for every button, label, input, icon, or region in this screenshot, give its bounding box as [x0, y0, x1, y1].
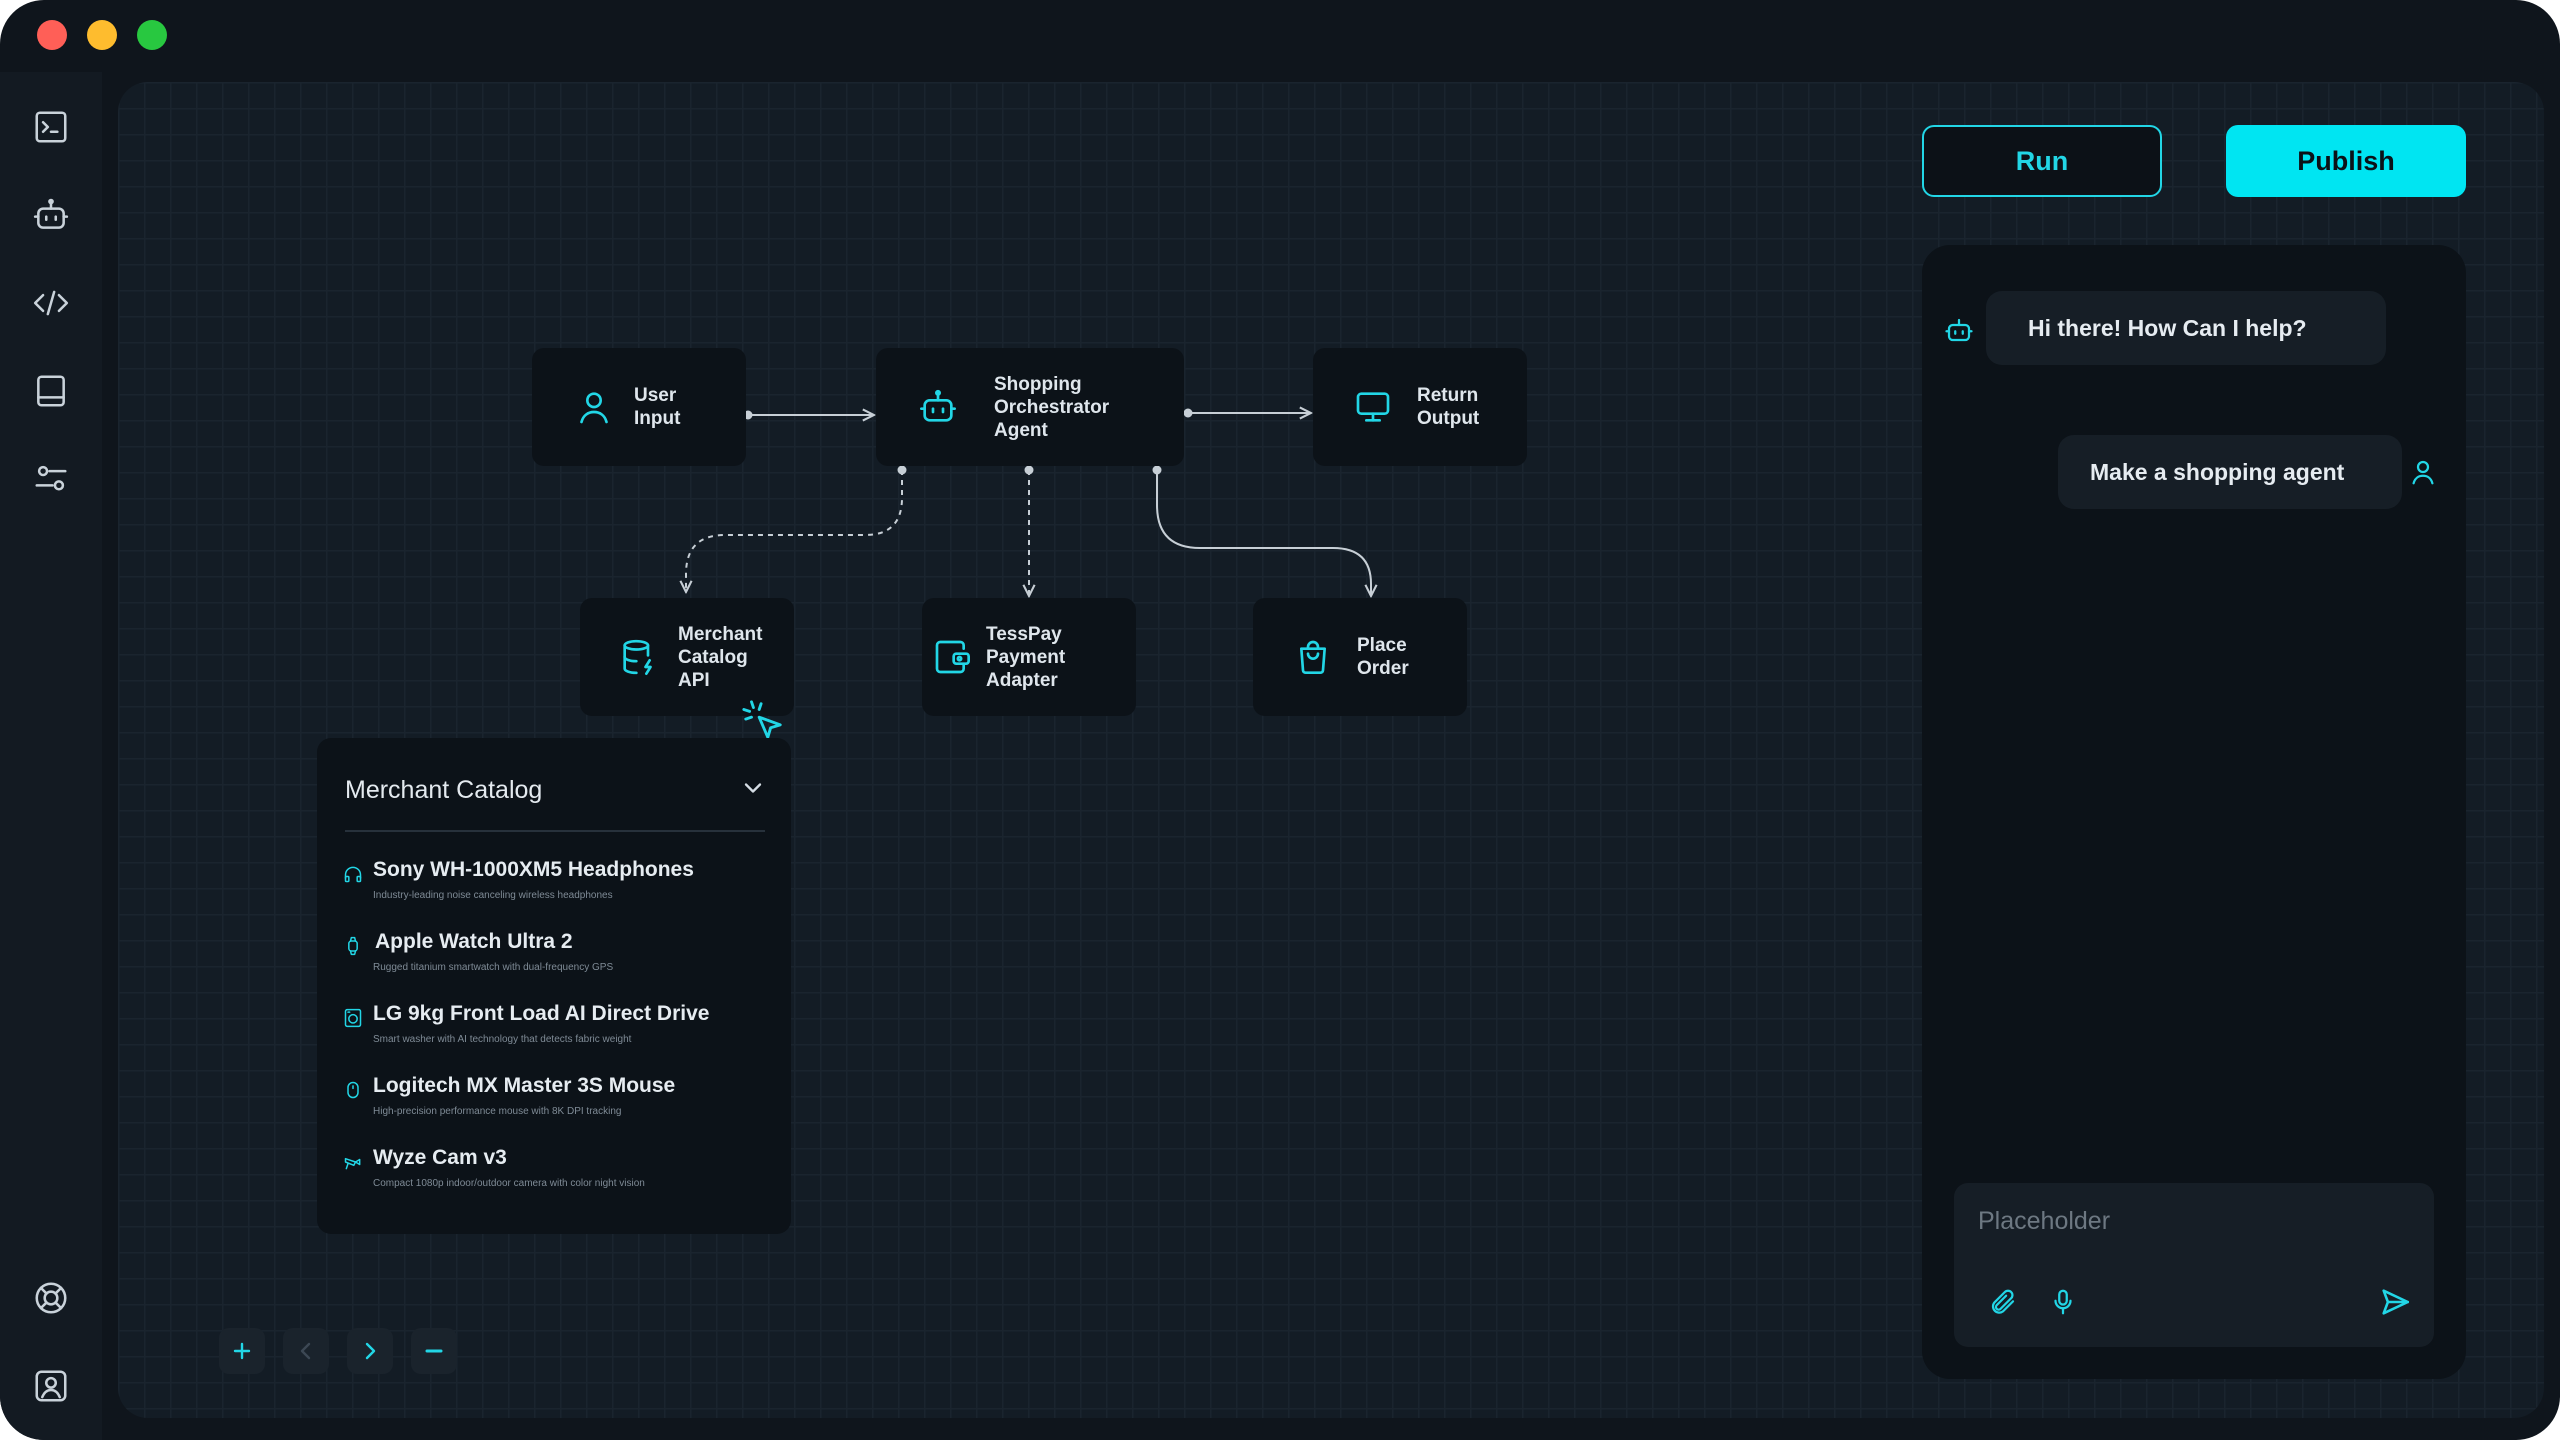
monitor-icon [1356, 392, 1390, 422]
microphone-icon[interactable] [2048, 1287, 2078, 1317]
catalog-item[interactable]: Wyze Cam v3 Compact 1080p indoor/outdoor… [343, 1146, 773, 1206]
profile-icon[interactable] [28, 1363, 74, 1409]
catalog-item[interactable]: Sony WH-1000XM5 Headphones Industry-lead… [343, 858, 773, 918]
catalog-item-desc: Industry-leading noise canceling wireles… [373, 890, 613, 901]
wallet-icon [935, 640, 970, 674]
database-icon [623, 639, 652, 675]
catalog-item[interactable]: Logitech MX Master 3S Mouse High-precisi… [343, 1074, 773, 1134]
edge-orchestrator-to-order [1156, 470, 1371, 596]
user-message: Make a shopping agent [2058, 435, 2402, 509]
catalog-item-desc: Smart washer with AI technology that det… [373, 1034, 632, 1045]
zoom-out-button[interactable] [411, 1328, 457, 1374]
settings-sliders-icon[interactable] [28, 456, 74, 502]
catalog-item-desc: Rugged titanium smartwatch with dual-fre… [373, 962, 614, 973]
user-icon [580, 392, 608, 424]
chat-panel: Hi there! How Can I help? Make a shoppin… [1922, 245, 2466, 1379]
paperclip-icon[interactable] [1988, 1287, 2018, 1317]
publish-button[interactable]: Publish [2226, 125, 2466, 197]
shopping-bag-icon [1300, 640, 1326, 675]
user-icon [2412, 460, 2434, 485]
chevron-left-icon [300, 1342, 311, 1360]
maximize-window-button[interactable] [137, 20, 167, 50]
close-window-button[interactable] [37, 20, 67, 50]
chat-input-placeholder: Placeholder [1978, 1207, 2111, 1235]
panel-title: Merchant Catalog [345, 776, 543, 804]
title-bar [0, 0, 2560, 72]
catalog-item[interactable]: LG 9kg Front Load AI Direct Drive Smart … [343, 1002, 773, 1062]
catalog-item[interactable]: Apple Watch Ultra 2 Rugged titanium smar… [343, 930, 773, 990]
minus-icon [425, 1349, 443, 1353]
catalog-item-name: Sony WH-1000XM5 Headphones [373, 858, 694, 881]
cursor-click-icon [742, 700, 782, 739]
run-button[interactable]: Run [1922, 125, 2162, 197]
chevron-down-icon[interactable] [739, 774, 767, 802]
panel-divider [345, 830, 765, 832]
robot-icon [1945, 318, 1973, 342]
book-icon[interactable] [28, 368, 74, 414]
catalog-item-name: Logitech MX Master 3S Mouse [373, 1074, 676, 1097]
catalog-item-name: Apple Watch Ultra 2 [375, 930, 573, 953]
undo-button[interactable] [283, 1328, 329, 1374]
watch-icon [348, 936, 358, 956]
send-icon[interactable] [2378, 1285, 2412, 1319]
sidebar [0, 72, 102, 1440]
catalog-item-desc: Compact 1080p indoor/outdoor camera with… [373, 1178, 645, 1189]
code-icon[interactable] [28, 280, 74, 326]
headphones-icon [344, 866, 362, 883]
chevron-right-icon [365, 1342, 376, 1360]
merchant-catalog-panel: Merchant Catalog Sony WH-1000XM5 Headpho… [317, 738, 791, 1234]
catalog-item-desc: High-precision performance mouse with 8K… [373, 1106, 622, 1117]
edge-orchestrator-to-merchant [686, 470, 903, 592]
agent-message: Hi there! How Can I help? [1986, 291, 2386, 365]
chat-input[interactable]: Placeholder [1954, 1183, 2434, 1347]
catalog-item-name: Wyze Cam v3 [373, 1146, 507, 1169]
washer-icon [344, 1008, 362, 1028]
robot-icon[interactable] [28, 192, 74, 238]
minimize-window-button[interactable] [87, 20, 117, 50]
mouse-icon [347, 1081, 359, 1099]
terminal-icon[interactable] [28, 104, 74, 150]
plus-icon [233, 1342, 251, 1360]
help-lifebuoy-icon[interactable] [28, 1275, 74, 1321]
zoom-in-button[interactable] [219, 1328, 265, 1374]
camera-icon [344, 1157, 361, 1170]
redo-button[interactable] [347, 1328, 393, 1374]
catalog-item-name: LG 9kg Front Load AI Direct Drive [373, 1002, 710, 1025]
robot-icon [920, 389, 956, 422]
